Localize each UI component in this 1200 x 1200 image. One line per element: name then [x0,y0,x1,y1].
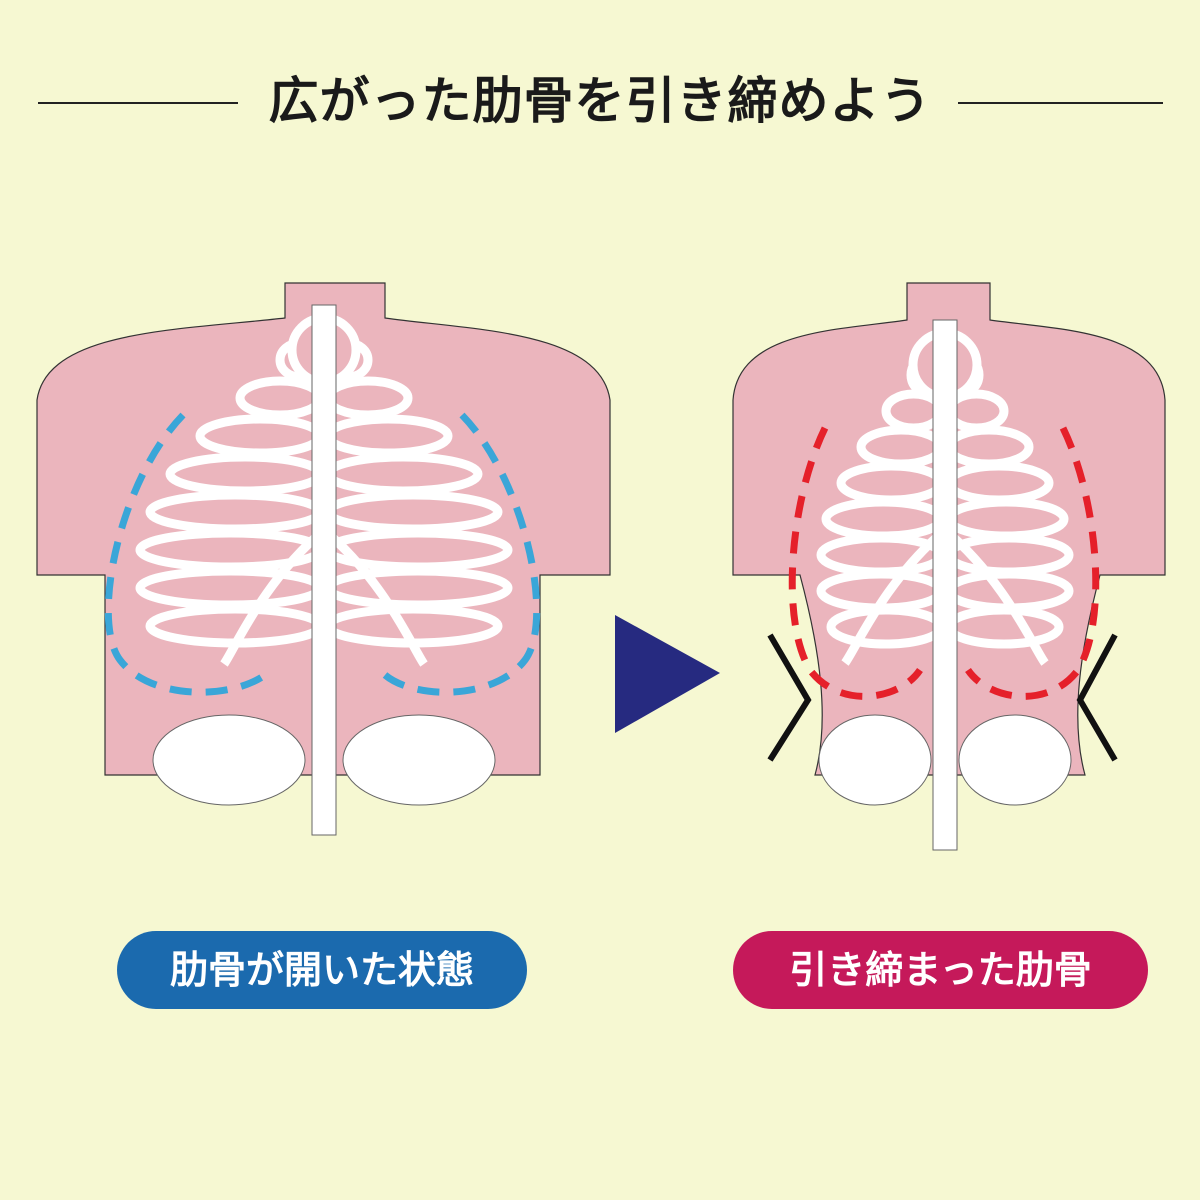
squeeze-mark-right [1076,633,1118,762]
arrow-icon [615,615,720,733]
dashed-outline-after-left [788,426,923,700]
rib [856,425,946,469]
rib [165,452,325,496]
rib [944,605,1064,649]
rib [821,497,946,541]
rib [944,497,1069,541]
label-after: 引き締まった肋骨 [733,931,1148,1009]
rib [195,414,325,458]
rib [944,425,1034,469]
pelvis-bone [818,714,932,806]
rib [235,376,325,420]
rib [836,461,946,505]
rib [323,376,413,420]
rib [323,490,503,534]
ribcage-before [135,304,513,836]
ribcage-after [816,319,1074,851]
rib [135,566,325,610]
title-bar: 広がった肋骨を引き締めよう [0,66,1200,136]
sternum [932,319,958,851]
page-title: 広がった肋骨を引き締めよう [254,72,946,130]
rib [323,566,513,610]
costal-arch [220,526,327,667]
title-line-left [38,102,238,104]
label-before: 肋骨が開いた状態 [117,931,527,1009]
dashed-outline-before-right [382,412,541,696]
dashed-outline-after-right [965,426,1100,700]
sternum [311,304,337,836]
rib [323,452,483,496]
title-line-right [958,102,1163,104]
pelvis-bone [958,714,1072,806]
rib [145,490,325,534]
costal-arch [942,526,1049,666]
costal-arch [321,526,428,667]
costal-arch [841,526,948,666]
pelvis-bone [152,714,306,806]
rib [826,605,946,649]
squeeze-mark-left [767,633,812,762]
rib [323,414,453,458]
pelvis-bone [342,714,496,806]
rib [944,461,1054,505]
dashed-outline-before-left [104,412,268,696]
